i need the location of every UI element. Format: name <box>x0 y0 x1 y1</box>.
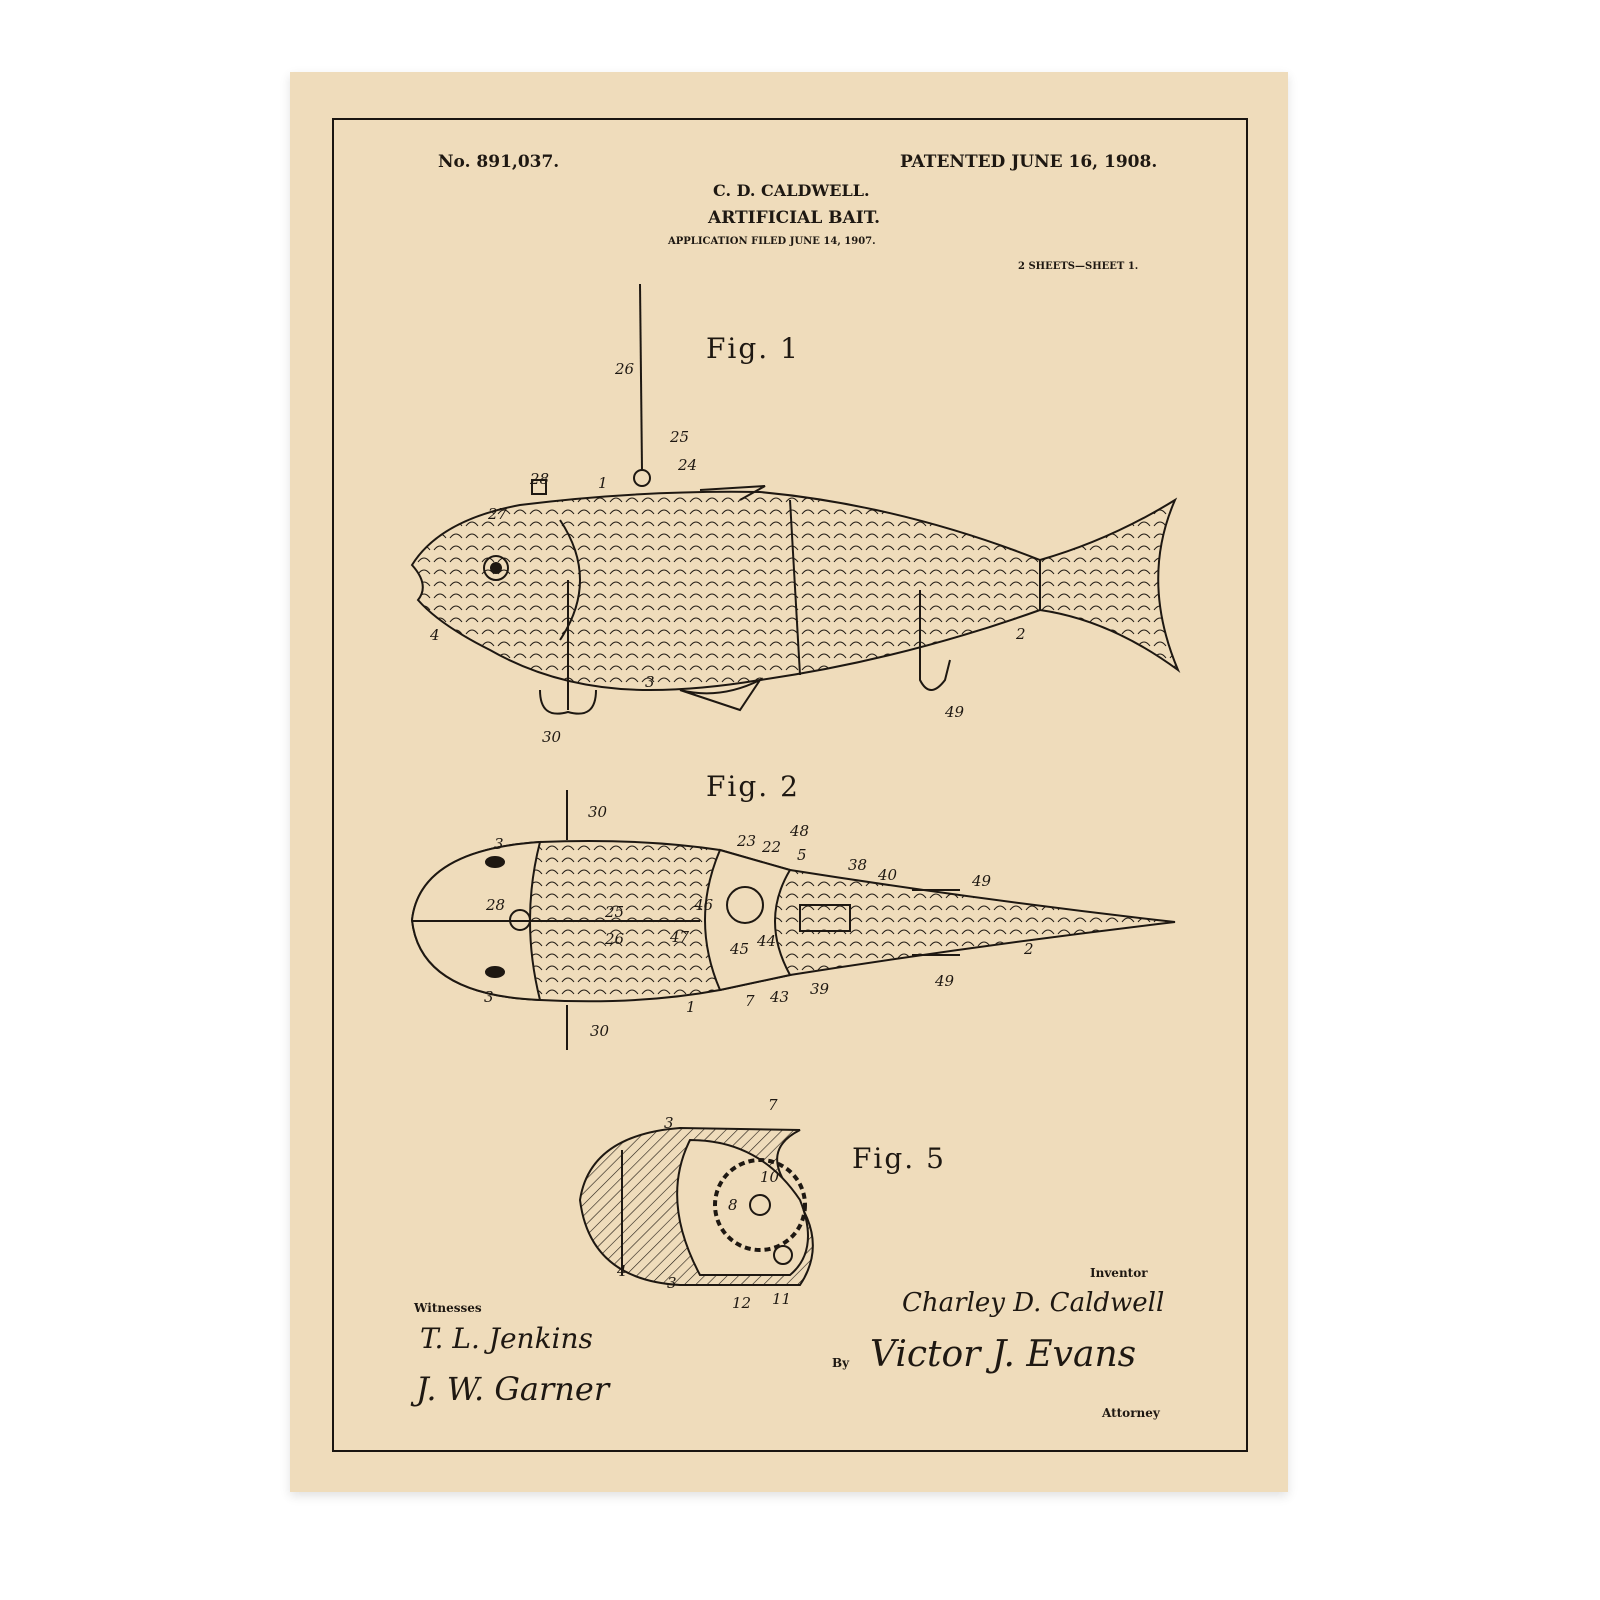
ref-label: 3 <box>667 1274 677 1292</box>
ref-label: 7 <box>768 1096 778 1114</box>
attorney-label: Attorney <box>1102 1406 1160 1420</box>
ref-label: 47 <box>670 928 689 946</box>
ref-label: 27 <box>488 505 507 523</box>
ref-label: 7 <box>745 992 755 1010</box>
ref-label: 3 <box>645 673 655 691</box>
ref-label: 23 <box>737 832 756 850</box>
by-label: By <box>832 1356 849 1370</box>
fig2-label: Fig. 2 <box>706 770 800 803</box>
ref-label: 39 <box>810 980 829 998</box>
ref-label: 12 <box>732 1294 751 1312</box>
ref-label: 49 <box>972 872 991 890</box>
ref-label: 44 <box>757 932 776 950</box>
ref-label: 30 <box>590 1022 609 1040</box>
ref-label: 38 <box>848 856 867 874</box>
ref-label: 49 <box>945 703 964 721</box>
fig1-label: Fig. 1 <box>706 332 800 365</box>
ref-label: 40 <box>878 866 897 884</box>
ref-label: 24 <box>678 456 697 474</box>
ref-label: 30 <box>588 803 607 821</box>
ref-label: 43 <box>770 988 789 1006</box>
ref-label: 25 <box>605 903 624 921</box>
ref-label: 1 <box>686 998 696 1016</box>
ref-label: 26 <box>605 930 624 948</box>
ref-label: 11 <box>772 1290 791 1308</box>
ref-label: 48 <box>790 822 809 840</box>
attorney-signature: Victor J. Evans <box>870 1334 1136 1375</box>
ref-label: 45 <box>730 940 749 958</box>
ref-label: 3 <box>664 1114 674 1132</box>
ref-label: 1 <box>598 474 608 492</box>
ref-label: 28 <box>486 896 505 914</box>
ref-label: 4 <box>617 1262 627 1280</box>
fig5-section-view <box>580 1128 813 1285</box>
ref-label: 22 <box>762 838 781 856</box>
ref-label: 3 <box>484 988 494 1006</box>
ref-label: 8 <box>728 1196 738 1214</box>
ref-label: 3 <box>494 835 504 853</box>
inventor-signature: Charley D. Caldwell <box>902 1288 1164 1318</box>
ref-label: 49 <box>935 972 954 990</box>
ref-label: 2 <box>1024 940 1034 958</box>
ref-label: 10 <box>760 1168 779 1186</box>
ref-label: 25 <box>670 428 689 446</box>
inventor-label: Inventor <box>1090 1266 1148 1280</box>
witnesses-label: Witnesses <box>414 1301 482 1315</box>
ref-label: 2 <box>1016 625 1026 643</box>
witness-signature-2: J. W. Garner <box>416 1370 609 1408</box>
ref-label: 5 <box>797 846 807 864</box>
ref-label: 30 <box>542 728 561 746</box>
witness-signature-1: T. L. Jenkins <box>420 1322 593 1355</box>
ref-label: 46 <box>694 896 713 914</box>
ref-label: 4 <box>430 626 440 644</box>
ref-label: 28 <box>530 470 549 488</box>
fig5-label: Fig. 5 <box>852 1142 946 1175</box>
ref-label: 26 <box>615 360 634 378</box>
